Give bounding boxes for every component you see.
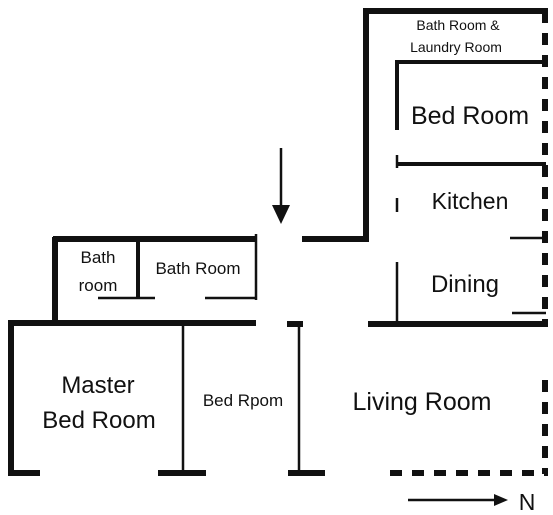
north-arrow-icon — [408, 494, 508, 506]
compass-north-label: N — [519, 489, 536, 515]
label-bath-small-line2: room — [79, 276, 118, 295]
label-bath-small-line1: Bath — [81, 248, 116, 267]
label-bath-laundry-line2: Laundry Room — [410, 39, 502, 55]
label-bed-room-top: Bed Room — [411, 102, 529, 130]
label-bath-room: Bath Room — [155, 259, 240, 278]
label-kitchen: Kitchen — [432, 188, 509, 214]
label-master-line1: Master — [61, 372, 134, 399]
label-living-room: Living Room — [353, 388, 492, 416]
label-dining: Dining — [431, 271, 499, 298]
room-labels: Bath Room & Laundry Room Bed Room Kitche… — [42, 17, 535, 515]
entrance-arrow-icon — [272, 148, 290, 224]
label-bath-laundry-line1: Bath Room & — [416, 17, 500, 33]
walls — [8, 8, 548, 476]
label-bed-room-middle: Bed Rpom — [203, 391, 283, 410]
label-master-line2: Bed Room — [42, 407, 155, 434]
